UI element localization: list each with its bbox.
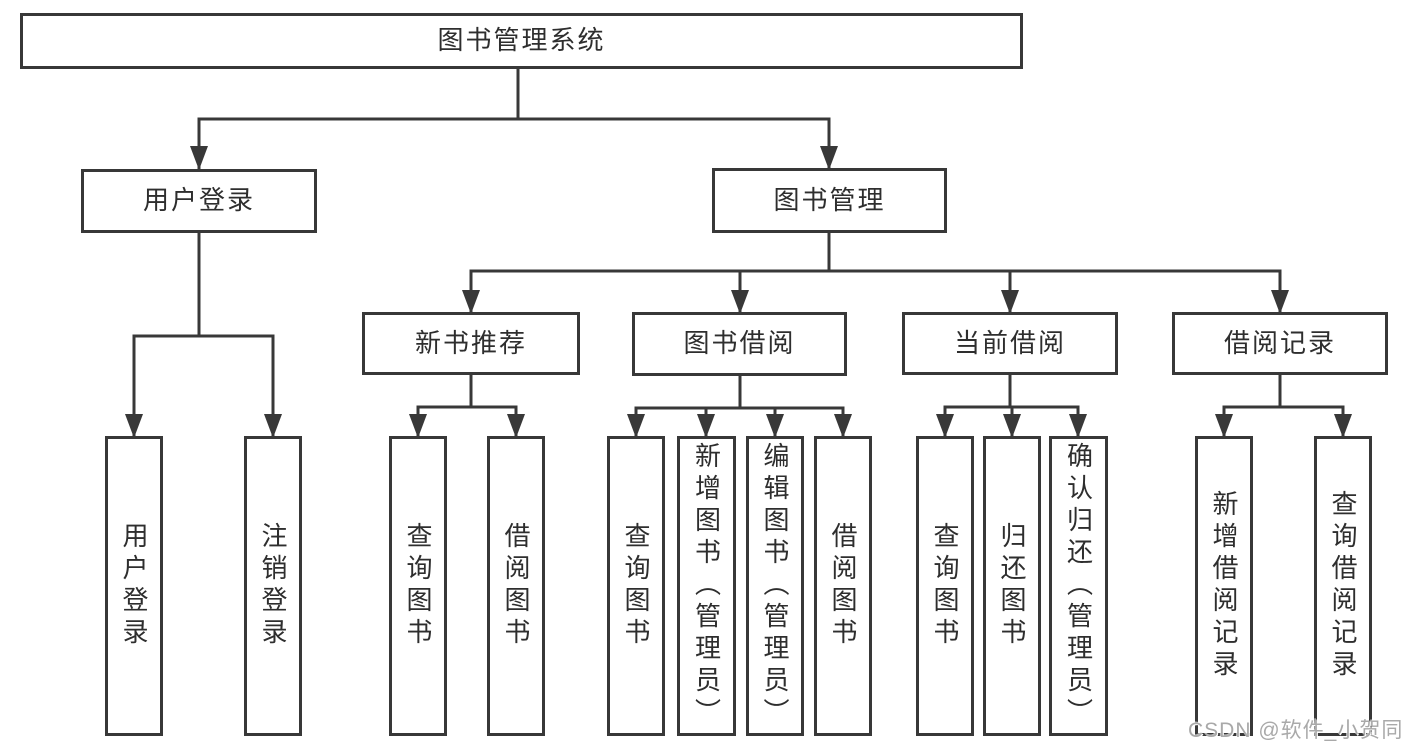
leaf-add-book-admin: 新增图书（管理员）: [677, 436, 736, 736]
leaf-edit-book-admin: 编辑图书（管理员）: [746, 436, 804, 736]
arrowheads: [125, 146, 1352, 438]
node-user-login: 用户登录: [81, 169, 317, 233]
node-library-system: 图书管理系统: [20, 13, 1023, 69]
csdn-watermark: CSDN @软件_小贺同学: [1188, 719, 1404, 742]
node-new-book-recommend: 新书推荐: [362, 312, 580, 375]
node-borrow-records: 借阅记录: [1172, 312, 1388, 375]
leaf-borrow-books: 借阅图书: [814, 436, 872, 736]
leaf-confirm-return-admin: 确认归还（管理员）: [1049, 436, 1108, 736]
leaf-borrow-books-recommend: 借阅图书: [487, 436, 545, 736]
leaf-user-login: 用户登录: [105, 436, 163, 736]
leaf-query-borrow-record: 查询借阅记录: [1314, 436, 1372, 736]
node-current-borrow: 当前借阅: [902, 312, 1118, 375]
leaf-query-books-current: 查询图书: [916, 436, 974, 736]
leaf-query-books-borrow: 查询图书: [607, 436, 665, 736]
leaf-query-books-recommend: 查询图书: [389, 436, 447, 736]
node-book-management: 图书管理: [712, 168, 947, 233]
node-book-borrow: 图书借阅: [632, 312, 847, 376]
leaf-return-books: 归还图书: [983, 436, 1041, 736]
leaf-logout-login: 注销登录: [244, 436, 302, 736]
edge-lines: [132, 69, 1345, 438]
leaf-add-borrow-record: 新增借阅记录: [1195, 436, 1253, 736]
